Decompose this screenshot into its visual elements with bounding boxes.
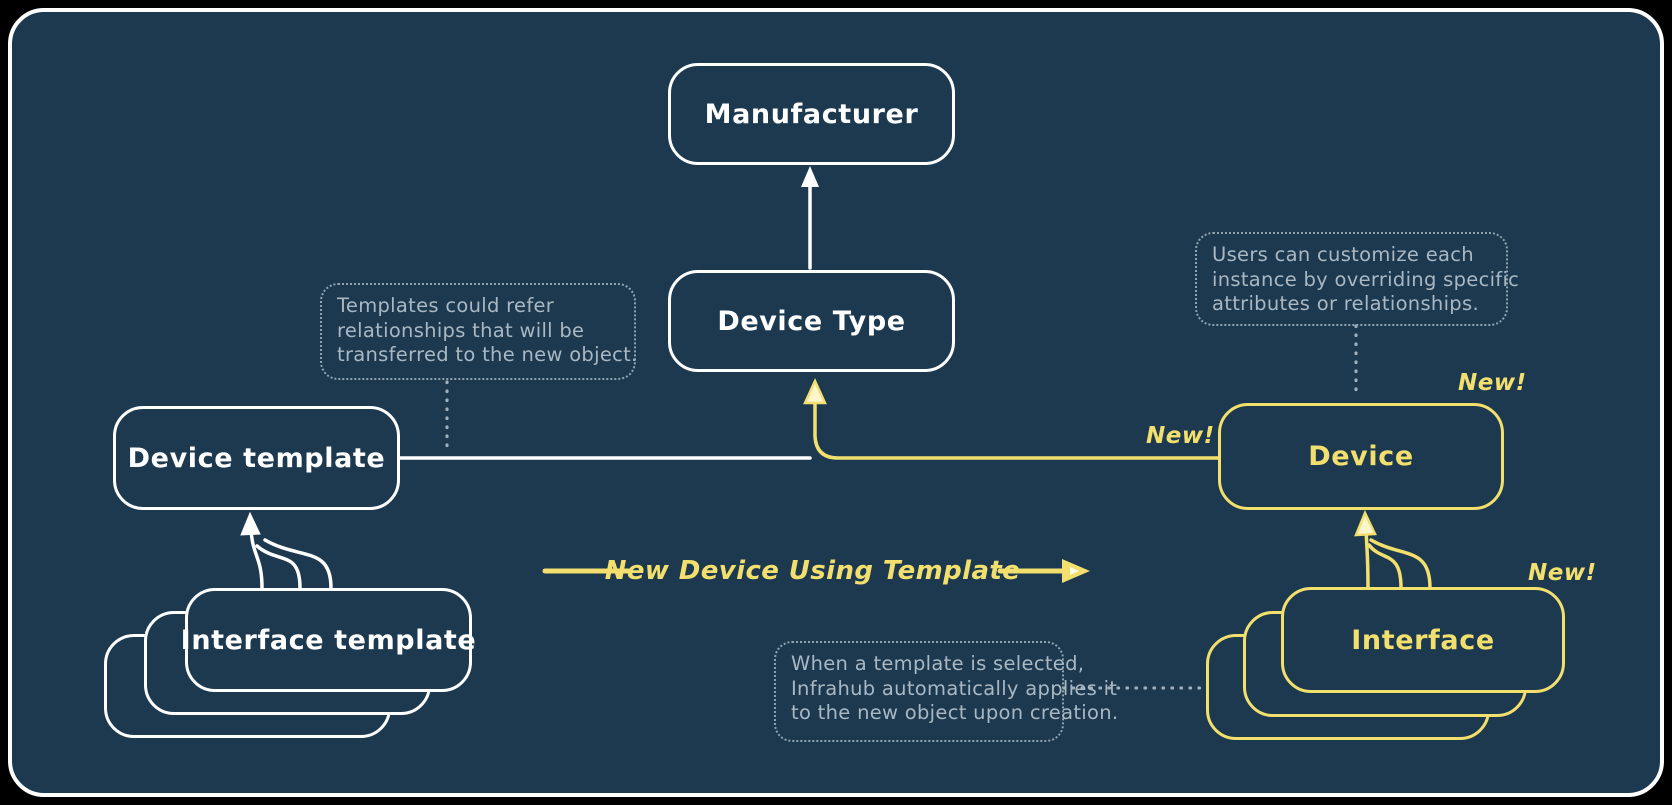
node-manufacturer-label: Manufacturer [704, 98, 919, 130]
badge-new-interface-top: New! [1528, 560, 1597, 586]
node-device-type-label: Device Type [717, 305, 906, 337]
node-interface-template: Interface template [181, 588, 476, 692]
badge-new-device-top: New! [1458, 370, 1527, 396]
flow-arrow-label: New Device Using Template [604, 556, 1021, 586]
note-customize-line-2: instance by overriding specific [1212, 267, 1520, 291]
note-customize-line-3: attributes or relationships. [1212, 292, 1479, 315]
node-manufacturer: Manufacturer [668, 63, 955, 165]
node-device: Device [1218, 403, 1504, 510]
node-interface: Interface [1281, 587, 1565, 693]
note-apply-line-2: Infrahub automatically applies it [791, 676, 1118, 700]
note-templates-line-1: Templates could refer [337, 294, 555, 317]
node-device-label: Device [1308, 441, 1414, 472]
note-apply-line-1: When a template is selected, [791, 652, 1085, 675]
note-templates: Templates could refer relationships that… [320, 283, 638, 380]
note-customize: Users can customize each instance by ove… [1195, 232, 1520, 326]
note-apply: When a template is selected, Infrahub au… [774, 641, 1119, 742]
note-customize-line-1: Users can customize each [1212, 243, 1474, 266]
node-device-type: Device Type [668, 270, 955, 372]
node-device-template: Device template [113, 406, 400, 510]
node-device-template-label: Device template [127, 442, 386, 474]
note-templates-line-2: relationships that will be [337, 318, 585, 342]
node-interface-template-label: Interface template [180, 624, 477, 656]
note-templates-line-3: transferred to the new object. [337, 343, 638, 366]
badge-new-device-incoming: New! [1146, 423, 1215, 449]
node-interface-label: Interface [1351, 624, 1495, 656]
note-apply-line-3: to the new object upon creation. [791, 701, 1119, 724]
